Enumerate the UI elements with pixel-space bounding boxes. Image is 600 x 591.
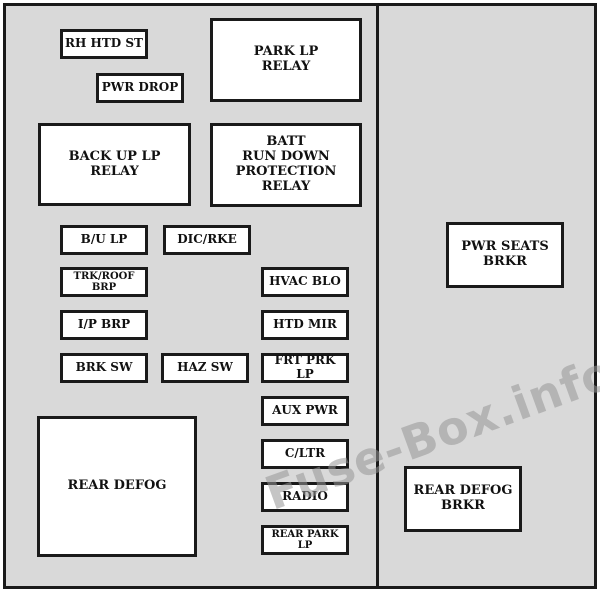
fuse-trk-roof-brp: TRK/ROOF BRP (60, 267, 148, 297)
fuse-haz-sw: HAZ SW (161, 353, 249, 383)
fuse-ip-brp: I/P BRP (60, 310, 148, 340)
fuse-c-ltr: C/LTR (261, 439, 349, 469)
fuse-radio: RADIO (261, 482, 349, 512)
fuse-dic-rke: DIC/RKE (163, 225, 251, 255)
relay-rear-defog: REAR DEFOG (37, 416, 197, 557)
relay-park-lp: PARK LP RELAY (210, 18, 362, 102)
fuse-bu-lp: B/U LP (60, 225, 148, 255)
fuse-rh-htd-st: RH HTD ST (60, 29, 148, 59)
relay-back-up-lp: BACK UP LP RELAY (38, 123, 191, 206)
fuse-brk-sw: BRK SW (60, 353, 148, 383)
fuse-pwr-drop: PWR DROP (96, 73, 184, 103)
fuse-hvac-blo: HVAC BLO (261, 267, 349, 297)
breaker-rear-defog: REAR DEFOG BRKR (404, 466, 522, 532)
fuse-aux-pwr: AUX PWR (261, 396, 349, 426)
relay-batt-run-down-protection: BATT RUN DOWN PROTECTION RELAY (210, 123, 362, 207)
fuse-htd-mir: HTD MIR (261, 310, 349, 340)
fuse-rear-park-lp: REAR PARK LP (261, 525, 349, 555)
breaker-pwr-seats: PWR SEATS BRKR (446, 222, 564, 288)
fuse-frt-prk-lp: FRT PRK LP (261, 353, 349, 383)
